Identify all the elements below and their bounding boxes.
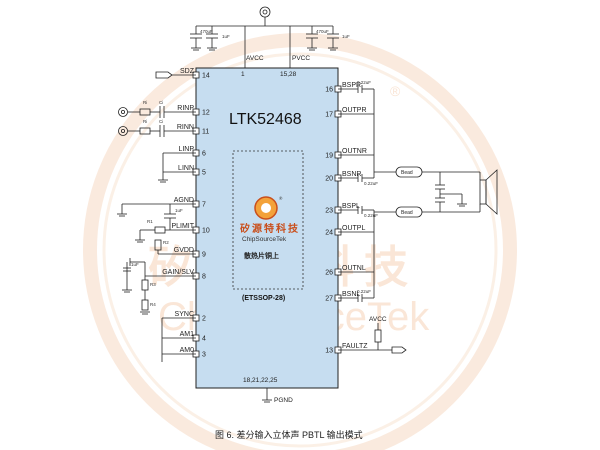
right-pin-27-num: 27 bbox=[325, 296, 333, 303]
left-pin-9-label: GVDD bbox=[174, 247, 194, 254]
cap-bspl-label: 0.22uF bbox=[364, 213, 378, 218]
right-pin-19-num: 19 bbox=[325, 153, 333, 160]
gain-cap-label: 1uF bbox=[131, 262, 139, 267]
rinn-cap-label: Ci bbox=[159, 119, 163, 124]
plimit-cap-label: 1uF bbox=[175, 208, 183, 213]
cap-bsnr-label: 0.22uF bbox=[364, 181, 378, 186]
brand-en: ChipSourceTek bbox=[242, 236, 287, 243]
left-pin-6-num: 6 bbox=[202, 151, 206, 158]
left-pin-2-num: 2 bbox=[202, 316, 206, 323]
left-pin-2-label: SYNC bbox=[175, 311, 194, 318]
plimit-resistor-label: R1 bbox=[147, 219, 153, 224]
left-pin-6-label: LINP bbox=[178, 146, 194, 153]
left-pin-12-label: RINP bbox=[177, 105, 194, 112]
left-pin-14-num: 14 bbox=[202, 73, 210, 80]
faultz-pullup-label: AVCC bbox=[369, 316, 387, 323]
right-pin-13-label: FAULTZ bbox=[342, 343, 368, 350]
faultz-output-arrow-icon bbox=[391, 346, 407, 354]
rinn-resistor-label: Ri bbox=[143, 119, 147, 124]
cap-470uf-a: 470uF bbox=[200, 29, 213, 34]
watermark-registered: ® bbox=[390, 83, 401, 99]
right-pin-17-num: 17 bbox=[325, 112, 333, 119]
chip-body bbox=[195, 67, 339, 389]
watermark-ring bbox=[83, 33, 517, 450]
left-pin-5-num: 5 bbox=[202, 170, 206, 177]
right-external-wiring bbox=[338, 85, 498, 354]
cap-1uf-b: 1uF bbox=[342, 34, 350, 39]
right-pin-20-label: BSNR bbox=[342, 171, 361, 178]
brand-registered: ® bbox=[279, 195, 283, 201]
right-pin-23-label: BSPL bbox=[342, 203, 360, 210]
brand-cn: 矽源特科技 bbox=[240, 222, 300, 235]
bead-2-label: Bead bbox=[401, 210, 413, 216]
right-pin-17-label: OUTPR bbox=[342, 107, 367, 114]
pgnd-wire bbox=[262, 388, 272, 403]
left-pin-4-label: AM1 bbox=[180, 331, 195, 338]
bottom-pin-label: PGND bbox=[274, 397, 293, 404]
cap-bsnl-label: 0.22uF bbox=[357, 289, 371, 294]
left-pin-8-label: GAIN/SLV bbox=[162, 269, 194, 276]
left-pin-14-label: SDZ bbox=[180, 68, 195, 75]
right-pin-26-label: OUTNL bbox=[342, 265, 366, 272]
right-pin-27-label: BSNL bbox=[342, 291, 360, 298]
top-pin-pvcc-num: 15,28 bbox=[280, 71, 297, 78]
left-pin-10-num: 10 bbox=[202, 228, 210, 235]
rinp-cap-label: Ci bbox=[159, 100, 163, 105]
left-pin-12-num: 12 bbox=[202, 110, 210, 117]
left-pin-7-label: AGND bbox=[174, 197, 194, 204]
left-pin-11-num: 11 bbox=[202, 129, 209, 136]
cap-bspr-label: 0.22uF bbox=[357, 80, 371, 85]
supply-terminal-icon bbox=[259, 6, 271, 18]
gain-resistor1-label: R3 bbox=[150, 282, 156, 287]
top-pin-avcc-num: 1 bbox=[241, 71, 245, 78]
right-pin-23-num: 23 bbox=[325, 208, 333, 215]
left-pin-5-label: LINN bbox=[178, 165, 194, 172]
left-external-wiring bbox=[117, 71, 196, 362]
right-pin-19-label: OUTNR bbox=[342, 148, 367, 155]
supply-network bbox=[190, 6, 339, 68]
right-pin-26-num: 26 bbox=[325, 270, 333, 277]
left-pin-8-num: 8 bbox=[202, 274, 206, 281]
chip-package: (ETSSOP-28) bbox=[242, 295, 285, 302]
cap-1uf-a: 1uF bbox=[222, 34, 230, 39]
watermark-inner-ring bbox=[102, 52, 498, 448]
right-pin-13-num: 13 bbox=[325, 348, 333, 355]
speaker-cone-icon bbox=[485, 169, 498, 215]
left-pin-3-label: AM0 bbox=[180, 347, 195, 354]
right-pin-24-label: OUTPL bbox=[342, 225, 365, 232]
gain-resistor2-label: R4 bbox=[150, 302, 156, 307]
left-pin-10-label: PLIMIT bbox=[171, 223, 194, 230]
right-pin-24-num: 24 bbox=[325, 230, 333, 237]
brand-logo: ® 矽源特科技 ChipSourceTek bbox=[240, 195, 300, 243]
sdz-input-arrow-icon bbox=[155, 71, 173, 79]
top-pin-pvcc-label: PVCC bbox=[292, 55, 310, 62]
right-pin-16-label: BSPR bbox=[342, 82, 361, 89]
left-pin-7-num: 7 bbox=[202, 202, 206, 209]
left-pin-9-num: 9 bbox=[202, 252, 206, 259]
cap-470uf-b: 470uF bbox=[316, 29, 329, 34]
rinn-input-terminal-icon bbox=[118, 126, 128, 136]
left-pin-3-num: 3 bbox=[202, 352, 206, 359]
left-pin-11-label: RINN bbox=[177, 124, 194, 131]
right-pin-16-num: 16 bbox=[325, 87, 333, 94]
rinp-input-terminal-icon bbox=[118, 107, 128, 117]
rinp-resistor-label: Ri bbox=[143, 100, 147, 105]
bottom-pin-num: 18,21,22,25 bbox=[243, 377, 278, 384]
top-pin-avcc-label: AVCC bbox=[246, 55, 264, 62]
gvdd-resistor-label: R2 bbox=[163, 240, 169, 245]
chip-title: LTK52468 bbox=[229, 111, 302, 128]
bead-1-label: Bead bbox=[401, 170, 413, 176]
solder-note: 散热片铜上 bbox=[244, 251, 279, 260]
figure-caption: 图 6. 差分输入立体声 PBTL 输出模式 bbox=[215, 429, 363, 440]
left-pin-4-num: 4 bbox=[202, 336, 206, 343]
right-pin-20-num: 20 bbox=[325, 176, 333, 183]
brand-logo-inner-icon bbox=[261, 203, 271, 213]
